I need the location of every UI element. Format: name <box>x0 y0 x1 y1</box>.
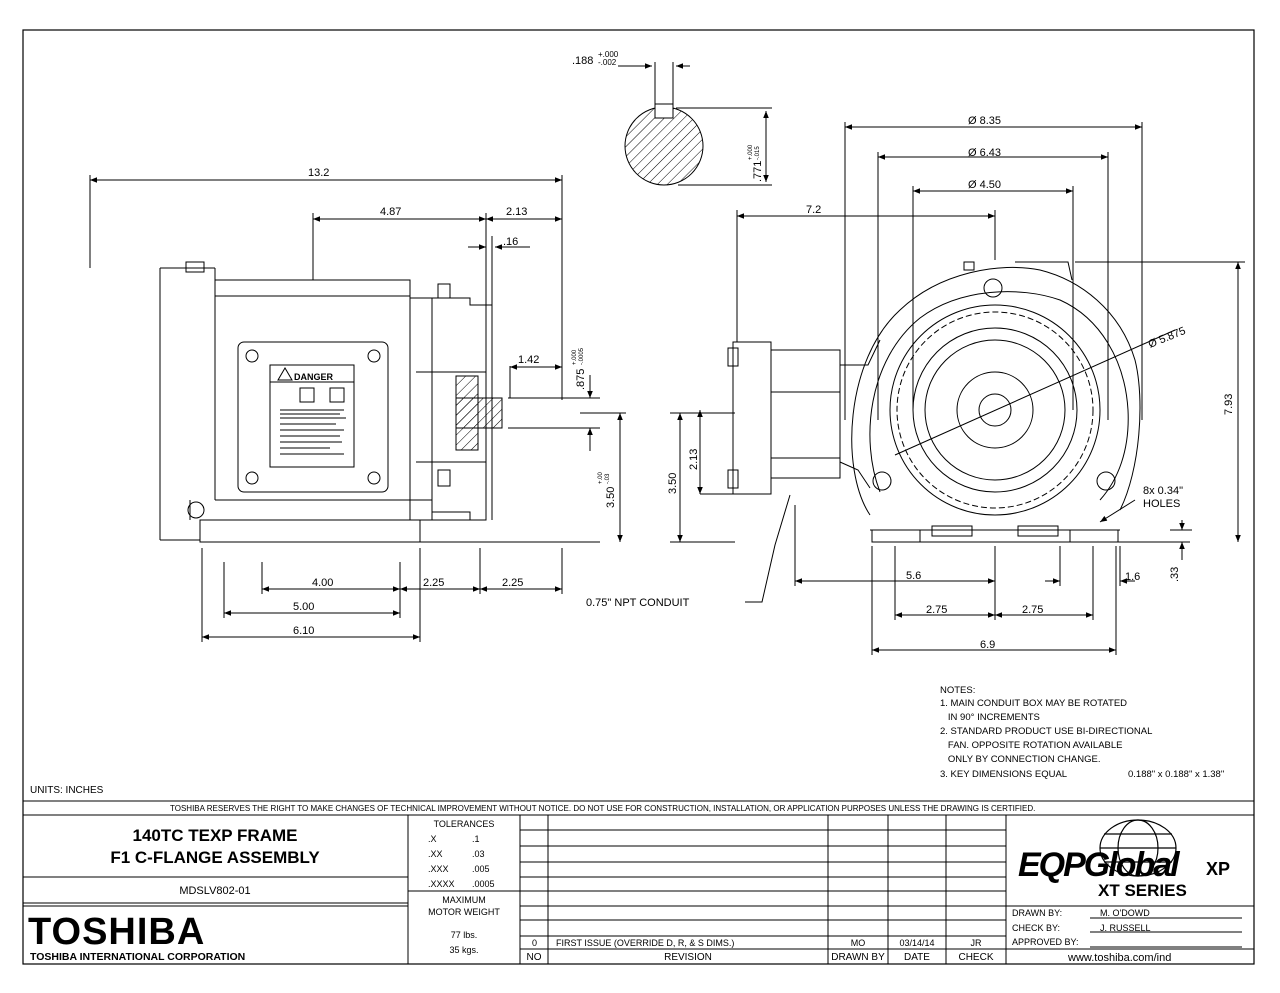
rev-header-drawn-by: DRAWN BY <box>831 952 885 963</box>
dim-56: 5.6 <box>906 570 921 582</box>
dim-225-a: 2.25 <box>423 577 444 589</box>
drawing-number: MDSLV802-01 <box>179 885 250 897</box>
eqp-logo-xp: XP <box>1206 859 1230 879</box>
dim-shaft-dia: .875 <box>575 369 587 390</box>
dim-16b: 1.6 <box>1125 571 1140 583</box>
note-line-0: 1. MAIN CONDUIT BOX MAY BE ROTATED <box>940 698 1127 709</box>
dim-shaft-height-tol-plus: +.00 <box>598 471 604 484</box>
motor-end-view <box>670 122 1245 655</box>
tol-value-2: .005 <box>472 864 490 874</box>
danger-label-text: DANGER <box>294 372 334 382</box>
tol-precision-2: .XXX <box>428 864 449 874</box>
key-depth-tol-minus: -.015 <box>755 146 761 160</box>
key-width-tol-plus: +.000 <box>598 50 619 59</box>
max-weight-heading1: MAXIMUM <box>442 895 486 905</box>
eqp-globe-icon <box>1099 819 1177 877</box>
key-depth-tol-plus: +.000 <box>748 144 754 160</box>
rev-row-drawn-by: MO <box>851 938 866 948</box>
rev-header-date: DATE <box>904 952 930 963</box>
units-label: UNITS: INCHES <box>30 785 104 796</box>
dim-487: 4.87 <box>380 206 401 218</box>
approved-by-label: APPROVED BY: <box>1012 937 1079 947</box>
tol-precision-3: .XXXX <box>428 879 455 889</box>
holes-label-2: HOLES <box>1143 498 1180 510</box>
rev-row-revision: FIRST ISSUE (OVERRIDE D, R, & S DIMS.) <box>556 938 734 948</box>
weight-kgs: 35 kgs. <box>449 945 478 955</box>
dim-350-right: 3.50 <box>667 473 679 494</box>
dim-dia-5875: Ø 5.875 <box>1147 325 1188 351</box>
dim-69: 6.9 <box>980 639 995 651</box>
key-width-tol-minus: -.002 <box>598 58 617 67</box>
check-by-value: J. RUSSELL <box>1100 923 1151 933</box>
rev-row-no: 0 <box>532 938 537 948</box>
drawing-title-line2: F1 C-FLANGE ASSEMBLY <box>110 848 320 867</box>
note-line-3: FAN. OPPOSITE ROTATION AVAILABLE <box>940 740 1122 751</box>
note-line-2: 2. STANDARD PRODUCT USE BI-DIRECTIONAL <box>940 726 1152 737</box>
dim-dia-835: Ø 8.35 <box>968 115 1001 127</box>
dim-225-b: 2.25 <box>502 577 523 589</box>
key-section-view <box>618 62 772 186</box>
dim-shaft-tol-minus: -.0005 <box>579 347 585 365</box>
dim-72: 7.2 <box>806 204 821 216</box>
eqp-logo-main: EQPGlobal <box>1018 846 1181 884</box>
note-line-5: 3. KEY DIMENSIONS EQUAL <box>940 769 1067 780</box>
company-logo-text: TOSHIBA <box>28 911 205 953</box>
rev-header-check: CHECK <box>958 952 993 963</box>
tolerances-heading: TOLERANCES <box>434 819 495 829</box>
dim-213-right: 2.13 <box>688 449 700 470</box>
note-line-1: IN 90° INCREMENTS <box>940 712 1040 723</box>
dim-33: .33 <box>1169 567 1181 582</box>
tol-value-1: .03 <box>472 849 485 859</box>
dim-overall-length: 13.2 <box>308 167 329 179</box>
dim-shaft-height: 3.50 <box>605 487 617 508</box>
dim-foot-400: 4.00 <box>312 577 333 589</box>
disclaimer: TOSHIBA RESERVES THE RIGHT TO MAKE CHANG… <box>170 804 1035 813</box>
eqp-logo-series: XT SERIES <box>1098 881 1187 900</box>
dim-dia-450: Ø 4.50 <box>968 179 1001 191</box>
dim-dia-643: Ø 6.43 <box>968 147 1001 159</box>
tol-precision-1: .XX <box>428 849 443 859</box>
check-by-label: CHECK BY: <box>1012 923 1060 933</box>
dim-shaft-tol-plus: +.000 <box>572 349 578 365</box>
key-depth-dim: .771 <box>752 161 764 182</box>
drawn-by-value: M. O'DOWD <box>1100 908 1150 918</box>
dim-275-b: 2.75 <box>1022 604 1043 616</box>
tol-value-3: .0005 <box>472 879 495 889</box>
max-weight-heading2: MOTOR WEIGHT <box>428 907 500 917</box>
sheet-border <box>22 29 1255 965</box>
note-key-dims: 0.188" x 0.188" x 1.38" <box>1128 769 1224 780</box>
key-width-dim: .188 <box>572 55 593 67</box>
company-subtitle: TOSHIBA INTERNATIONAL CORPORATION <box>30 951 245 963</box>
website-link[interactable]: www.toshiba.com/ind <box>1067 952 1171 964</box>
note-line-4: ONLY BY CONNECTION CHANGE. <box>940 754 1100 765</box>
rev-header-no: NO <box>527 952 542 963</box>
dim-275-a: 2.75 <box>926 604 947 616</box>
drawing-title-line1: 140TC TEXP FRAME <box>132 826 297 845</box>
rev-row-date: 03/14/14 <box>899 938 934 948</box>
rev-header-revision: REVISION <box>664 952 712 963</box>
tol-precision-0: .X <box>428 834 437 844</box>
rev-row-check: JR <box>971 938 983 948</box>
title-block-lines <box>23 800 1254 964</box>
drawn-by-label: DRAWN BY: <box>1012 908 1062 918</box>
dim-793: 7.93 <box>1223 394 1235 415</box>
motor-side-view <box>89 175 626 642</box>
tol-value-0: .1 <box>472 834 480 844</box>
conduit-label: 0.75" NPT CONDUIT <box>586 597 690 609</box>
dim-shaft-height-tol-minus: -.03 <box>605 473 611 484</box>
dim-foot-500: 5.00 <box>293 601 314 613</box>
notes-heading: NOTES: <box>940 685 975 696</box>
dim-142: 1.42 <box>518 354 539 366</box>
dim-foot-610: 6.10 <box>293 625 314 637</box>
dim-213-top: 2.13 <box>506 206 527 218</box>
holes-label-1: 8x 0.34" <box>1143 485 1183 497</box>
weight-lbs: 77 lbs. <box>451 930 478 940</box>
dim-16: .16 <box>503 236 518 248</box>
